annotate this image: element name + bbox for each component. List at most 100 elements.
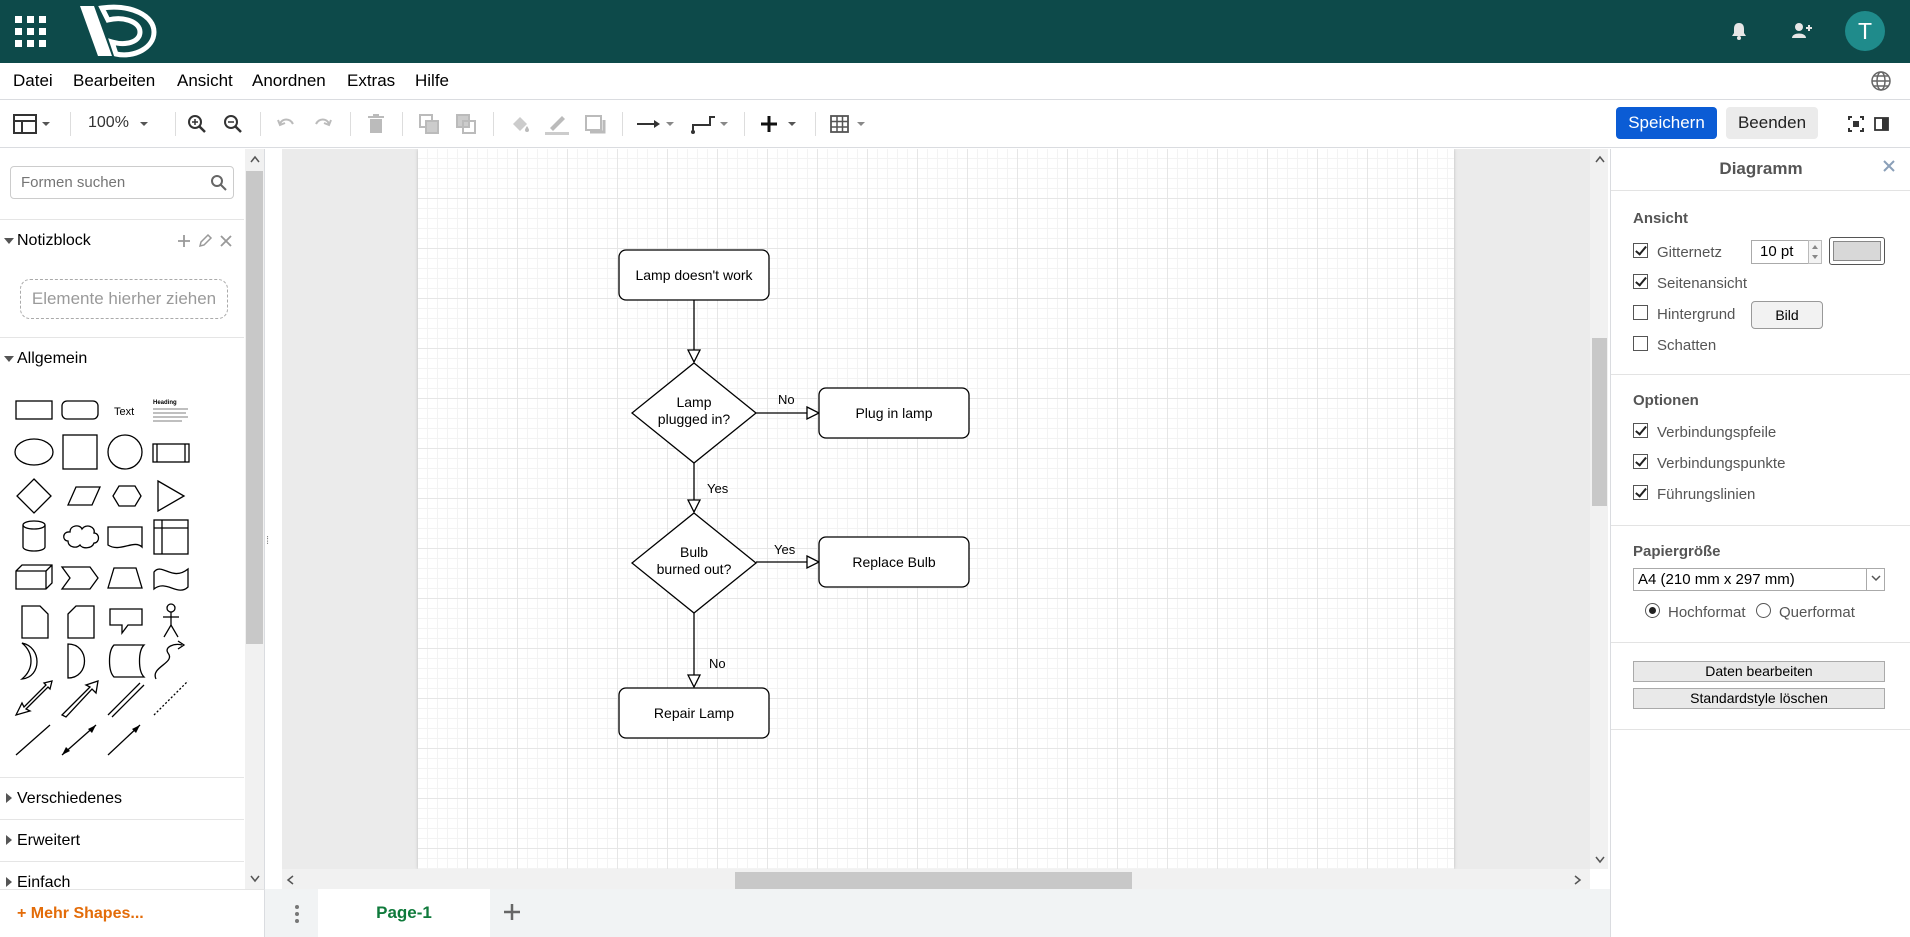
menu-edit[interactable]: Bearbeiten (73, 71, 156, 90)
add-page-icon[interactable] (501, 901, 523, 923)
shape-step[interactable] (60, 566, 99, 590)
more-shapes-button[interactable]: + Mehr Shapes... (0, 889, 265, 937)
node-repair[interactable] (618, 687, 770, 739)
menu-help[interactable]: Hilfe (415, 71, 450, 90)
close-icon[interactable] (1881, 158, 1897, 174)
portrait-radio[interactable] (1645, 603, 1660, 618)
zoom-dropdown-icon[interactable] (138, 112, 150, 136)
globe-icon[interactable] (1870, 70, 1892, 92)
section-general[interactable]: Allgemein (0, 337, 244, 379)
diagram-canvas[interactable]: Lamp doesn't work Lamp plugged in? Plug … (282, 149, 1608, 869)
format-panel-toggle-icon[interactable] (13, 112, 55, 136)
shadow-icon[interactable] (584, 112, 606, 136)
pages-menu-icon[interactable] (292, 903, 302, 925)
section-basic[interactable]: Einfach (0, 861, 244, 889)
grid-color-swatch[interactable] (1829, 237, 1885, 265)
shape-internal-storage[interactable] (153, 519, 189, 555)
to-back-icon[interactable] (454, 112, 478, 136)
shape-cloud[interactable] (63, 525, 100, 549)
shape-diamond[interactable] (16, 478, 52, 514)
bell-icon[interactable] (1728, 20, 1750, 42)
clear-default-style-button[interactable]: Standardstyle löschen (1633, 688, 1885, 709)
edge-start-q1[interactable] (686, 300, 702, 364)
menu-arrange[interactable]: Anordnen (252, 71, 326, 90)
section-advanced[interactable]: Erweitert (0, 819, 244, 861)
apps-grid-icon[interactable] (15, 16, 46, 47)
scroll-down-icon[interactable] (249, 874, 261, 884)
node-plug-in[interactable] (818, 387, 970, 439)
shape-triangle[interactable] (157, 479, 186, 513)
shape-moon[interactable] (19, 642, 38, 680)
edit-icon[interactable] (197, 233, 213, 249)
shape-cube[interactable] (15, 564, 53, 590)
shape-process[interactable] (152, 443, 190, 463)
menu-extras[interactable]: Extras (347, 71, 396, 90)
node-decision-bulb[interactable] (630, 512, 758, 614)
shape-ellipse[interactable] (14, 438, 54, 466)
close-icon[interactable] (218, 233, 234, 249)
shape-callout[interactable] (109, 608, 143, 635)
scroll-down-icon[interactable] (1594, 855, 1606, 865)
chevron-down-icon[interactable] (1866, 568, 1885, 591)
grid-checkbox[interactable] (1633, 243, 1648, 258)
zoom-level[interactable]: 100% (88, 114, 129, 131)
search-icon[interactable] (210, 174, 227, 191)
toggle-panel-icon[interactable] (1873, 112, 1891, 136)
connection-points-checkbox[interactable] (1633, 454, 1648, 469)
section-misc[interactable]: Verschiedenes (0, 777, 244, 819)
connection-arrows-checkbox[interactable] (1633, 423, 1648, 438)
delete-icon[interactable] (366, 112, 386, 136)
canvas-vertical-scrollbar[interactable] (1590, 149, 1608, 869)
background-checkbox[interactable] (1633, 305, 1648, 320)
shape-cylinder[interactable] (22, 520, 46, 552)
edge-q1-q2[interactable] (686, 462, 702, 514)
node-replace-bulb[interactable] (818, 536, 970, 588)
insert-icon[interactable] (760, 112, 800, 136)
shape-line[interactable] (15, 724, 51, 756)
grid-size-input[interactable]: 10 pt (1751, 240, 1809, 264)
shape-bidirectional-arrow[interactable] (14, 680, 53, 717)
exit-button[interactable]: Beenden (1726, 107, 1818, 139)
sidebar-resize-handle[interactable]: ⁞ (266, 535, 270, 547)
flowchart[interactable]: Lamp doesn't work Lamp plugged in? Plug … (418, 149, 1454, 869)
page-view-checkbox[interactable] (1633, 274, 1648, 289)
avatar[interactable]: T (1845, 11, 1885, 51)
shape-parallelogram[interactable] (66, 486, 102, 506)
guides-checkbox[interactable] (1633, 485, 1648, 500)
zoom-in-icon[interactable] (186, 112, 208, 136)
shape-delay[interactable] (67, 643, 85, 679)
shape-curve[interactable] (154, 643, 183, 680)
paper-size-select[interactable]: A4 (210 mm x 297 mm) (1633, 568, 1885, 591)
shape-heading[interactable]: Heading (153, 400, 188, 422)
shape-link[interactable] (107, 682, 145, 718)
undo-icon[interactable] (275, 112, 297, 136)
shape-circle[interactable] (107, 434, 143, 470)
shape-hexagon[interactable] (112, 485, 142, 507)
contacts-icon[interactable] (1790, 20, 1814, 42)
shape-rounded-rectangle[interactable] (61, 400, 99, 420)
fill-color-icon[interactable] (508, 112, 532, 136)
edge-q2-repair[interactable] (686, 612, 702, 689)
landscape-radio[interactable] (1756, 603, 1771, 618)
menu-view[interactable]: Ansicht (177, 71, 233, 90)
tab-page-1[interactable]: Page-1 (318, 889, 490, 937)
section-scratchpad[interactable]: Notizblock (0, 219, 244, 261)
connection-style-icon[interactable] (636, 112, 676, 136)
search-input[interactable] (10, 166, 234, 199)
scroll-left-icon[interactable] (285, 874, 295, 886)
shape-arrow[interactable] (60, 680, 99, 718)
shape-dashed-line[interactable] (153, 680, 189, 716)
shadow-checkbox[interactable] (1633, 336, 1648, 351)
scroll-up-icon[interactable] (249, 154, 261, 164)
waypoints-icon[interactable] (690, 112, 730, 136)
node-start[interactable] (618, 249, 770, 301)
shape-actor[interactable] (163, 603, 179, 638)
scroll-up-icon[interactable] (1594, 154, 1606, 164)
shape-document[interactable] (107, 526, 143, 549)
fullscreen-icon[interactable] (1847, 112, 1865, 136)
logo-icon[interactable] (72, 2, 158, 60)
shape-stored-data[interactable] (108, 644, 146, 678)
sidebar-scrollbar-thumb[interactable] (246, 171, 263, 644)
redo-icon[interactable] (312, 112, 334, 136)
save-button[interactable]: Speichern (1616, 107, 1717, 139)
